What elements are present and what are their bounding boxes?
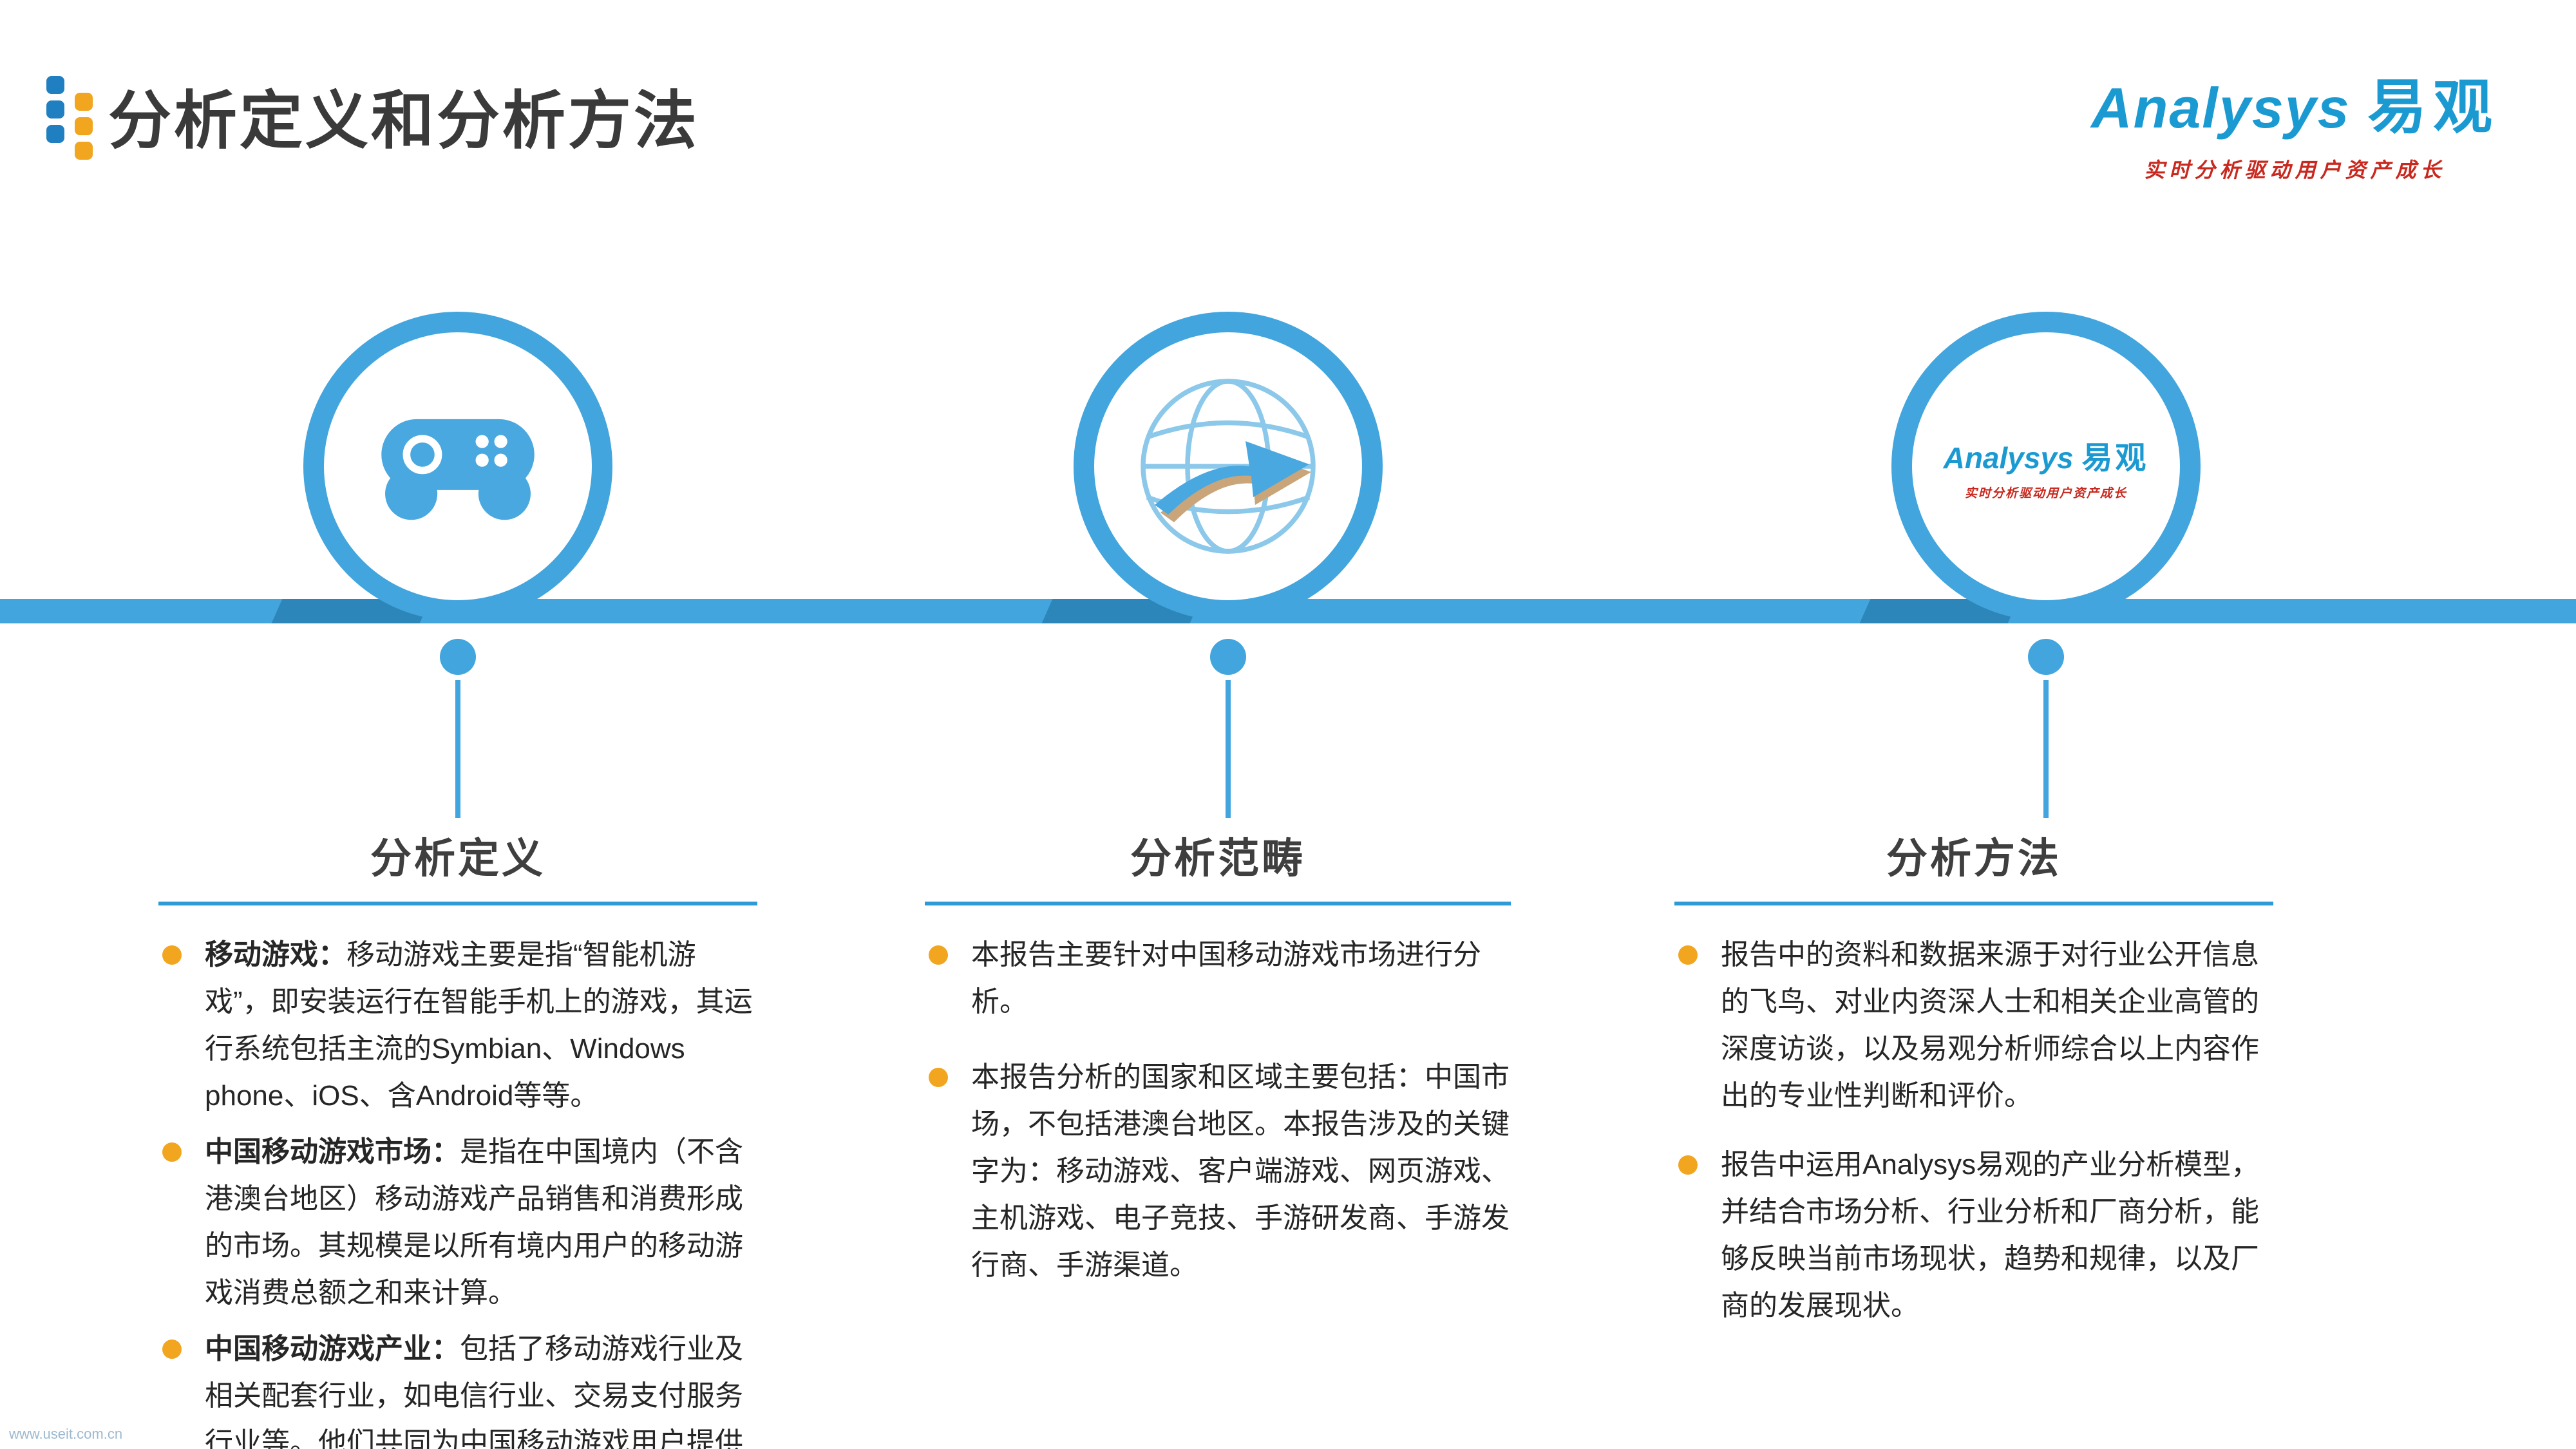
bullet-item: 移动游戏：移动游戏主要是指“智能机游戏”，即安装运行在智能手机上的游戏，其运行系… (158, 931, 757, 1119)
icon-circle-method: Analysys 易观 实时分析驱动用户资产成长 (1891, 312, 2201, 621)
bullet-icon (162, 945, 182, 965)
gamepad-icon (381, 419, 535, 520)
analysys-logo-icon: Analysys 易观 实时分析驱动用户资产成长 (1943, 440, 2149, 500)
globe-arrow-icon (1141, 379, 1316, 554)
bullet-item: 本报告分析的国家和区域主要包括：中国市场，不包括港澳台地区。本报告涉及的关键字为… (925, 1054, 1511, 1289)
analysys-logo: Analysys 易观 实时分析驱动用户资产成长 (2091, 59, 2499, 184)
bullet-icon (162, 1340, 182, 1359)
timeline-dot (2028, 639, 2064, 675)
icon-circle-scope (1074, 312, 1383, 621)
timeline-dot (440, 639, 476, 675)
bullet-item: 中国移动游戏市场：是指在中国境内（不含港澳台地区）移动游戏产品销售和消费形成的市… (158, 1128, 757, 1316)
heading-underline (1674, 902, 2273, 905)
bullet-list: 本报告主要针对中国移动游戏市场进行分析。 本报告分析的国家和区域主要包括：中国市… (925, 931, 1511, 1289)
bullet-item: 中国移动游戏产业：包括了移动游戏行业及相关配套行业，如电信行业、交易支付服务行业… (158, 1325, 757, 1449)
column-heading: 分析定义 (370, 835, 545, 882)
bullet-icon (162, 1142, 182, 1162)
logo-tagline: 实时分析驱动用户资产成长 (2144, 158, 2446, 182)
bullet-item: 报告中的资料和数据来源于对行业公开信息的飞鸟、对业内资深人士和相关企业高管的深度… (1674, 931, 2273, 1119)
accent-blue-bar (46, 76, 64, 143)
connector-line (2043, 680, 2049, 818)
title-accent-icon (46, 76, 108, 173)
bullet-item: 本报告主要针对中国移动游戏市场进行分析。 (925, 931, 1511, 1025)
connector-line (455, 680, 460, 818)
bullet-list: 报告中的资料和数据来源于对行业公开信息的飞鸟、对业内资深人士和相关企业高管的深度… (1674, 931, 2273, 1329)
column-method: 分析方法 报告中的资料和数据来源于对行业公开信息的飞鸟、对业内资深人士和相关企业… (1674, 826, 2273, 1351)
bullet-item: 报告中运用Analysys易观的产业分析模型，并结合市场分析、行业分析和厂商分析… (1674, 1141, 2273, 1329)
column-definition: 分析定义 移动游戏：移动游戏主要是指“智能机游戏”，即安装运行在智能手机上的游戏… (158, 826, 757, 1449)
watermark: www.useit.com.cn (9, 1426, 123, 1442)
connector-line (1226, 680, 1231, 818)
bullet-icon (929, 1068, 948, 1088)
column-scope: 分析范畴 本报告主要针对中国移动游戏市场进行分析。 本报告分析的国家和区域主要包… (925, 826, 1511, 1317)
icon-circle-definition (303, 312, 612, 621)
logo-text: Analysys 易观 (2091, 75, 2499, 140)
bullet-list: 移动游戏：移动游戏主要是指“智能机游戏”，即安装运行在智能手机上的游戏，其运行系… (158, 931, 757, 1449)
accent-orange-bar (75, 93, 93, 160)
bullet-icon (1678, 945, 1698, 965)
heading-underline (158, 902, 757, 905)
timeline-dot (1210, 639, 1246, 675)
bullet-icon (929, 945, 948, 965)
page-title: 分析定义和分析方法 (108, 85, 700, 156)
heading-underline (925, 902, 1511, 905)
column-heading: 分析方法 (1886, 835, 2061, 882)
bullet-icon (1678, 1155, 1698, 1175)
column-heading: 分析范畴 (1130, 835, 1305, 882)
